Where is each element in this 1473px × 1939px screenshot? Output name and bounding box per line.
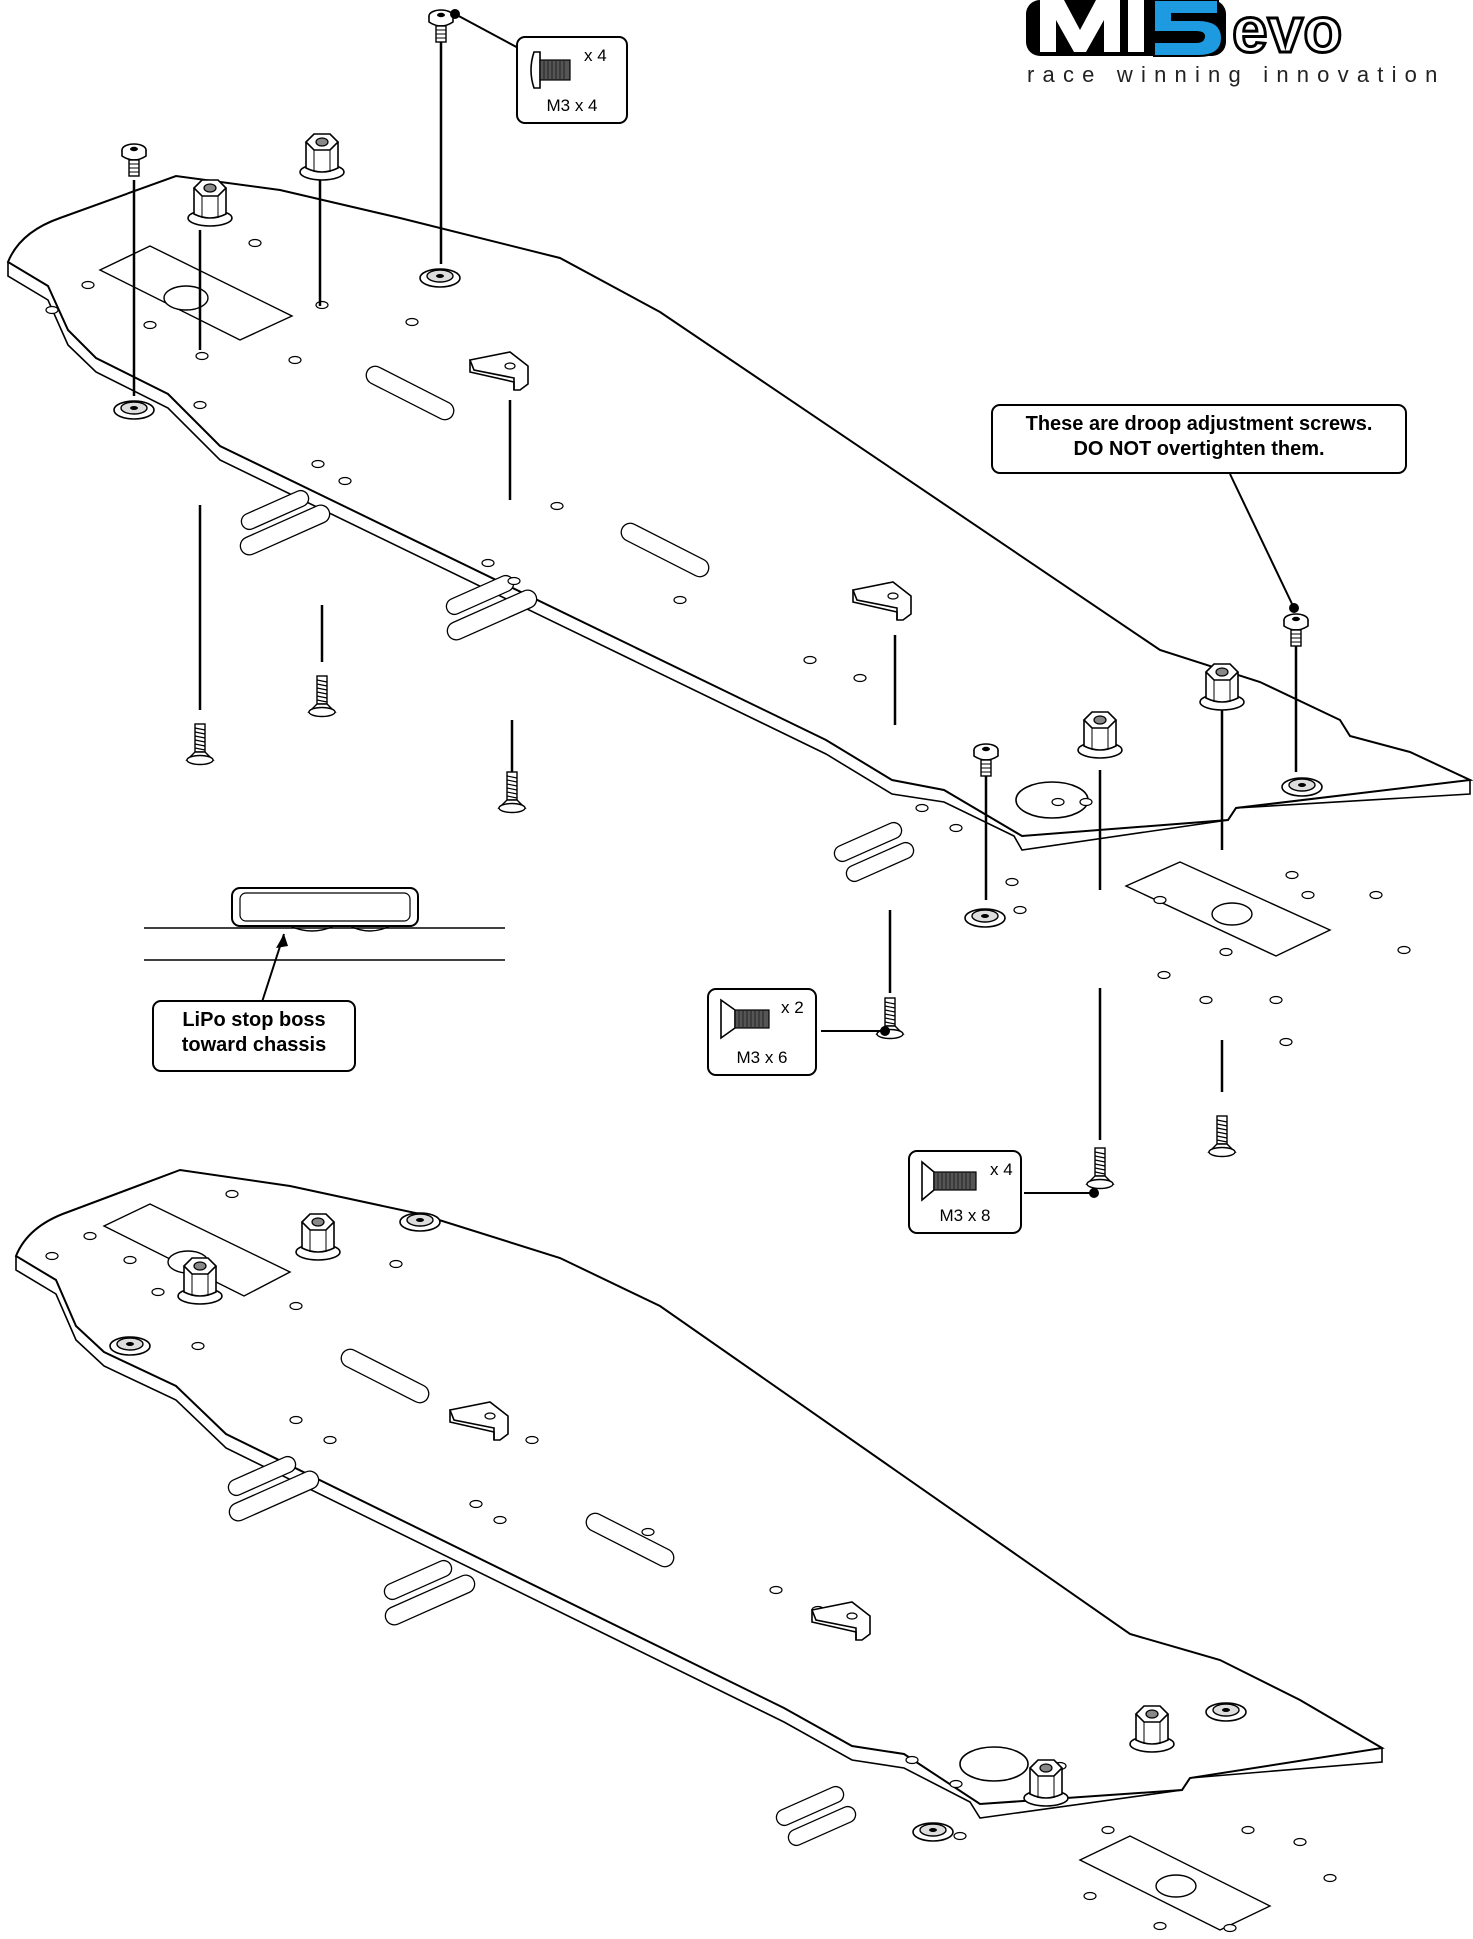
logo-suffix: evo bbox=[1232, 0, 1342, 62]
droop-screw-note: These are droop adjustment screws. DO NO… bbox=[991, 404, 1407, 474]
screw-count: x 4 bbox=[584, 46, 607, 65]
countersunk-screw-icon bbox=[921, 1160, 977, 1202]
lipo-detail-inset bbox=[144, 887, 505, 1003]
button-screw-icon bbox=[530, 51, 571, 89]
countersunk-screw-icon bbox=[720, 998, 770, 1040]
leader-lines bbox=[450, 9, 1299, 1198]
droop-note-line1: These are droop adjustment screws. bbox=[1025, 413, 1373, 435]
logo-mark: evo bbox=[1026, 0, 1344, 68]
chassis-plate-lower bbox=[14, 1168, 1385, 1933]
screw-size: M3 x 8 bbox=[939, 1206, 991, 1225]
screw-size: M3 x 4 bbox=[546, 96, 598, 115]
callout-m3x6: x 2 M3 x 6 bbox=[707, 988, 817, 1076]
assembly-lines-upper bbox=[132, 42, 1298, 1140]
screw-size: M3 x 6 bbox=[736, 1048, 788, 1067]
lipo-note-line2: toward chassis bbox=[181, 1034, 327, 1056]
callout-m3x4: x 4 M3 x 4 bbox=[516, 36, 628, 124]
lipo-note-line1: LiPo stop boss bbox=[182, 1009, 326, 1031]
screw-count: x 2 bbox=[781, 998, 804, 1017]
lipo-stop-note: LiPo stop boss toward chassis bbox=[152, 1000, 356, 1072]
brand-logo: evo bbox=[1022, 0, 1462, 92]
chassis-plate-upper bbox=[6, 174, 1473, 1047]
droop-note-line2: DO NOT overtighten them. bbox=[1073, 438, 1325, 460]
screw-count: x 4 bbox=[990, 1160, 1013, 1179]
callout-m3x8: x 4 M3 x 8 bbox=[908, 1150, 1022, 1234]
brand-tagline: race winning innovation bbox=[1027, 62, 1446, 87]
